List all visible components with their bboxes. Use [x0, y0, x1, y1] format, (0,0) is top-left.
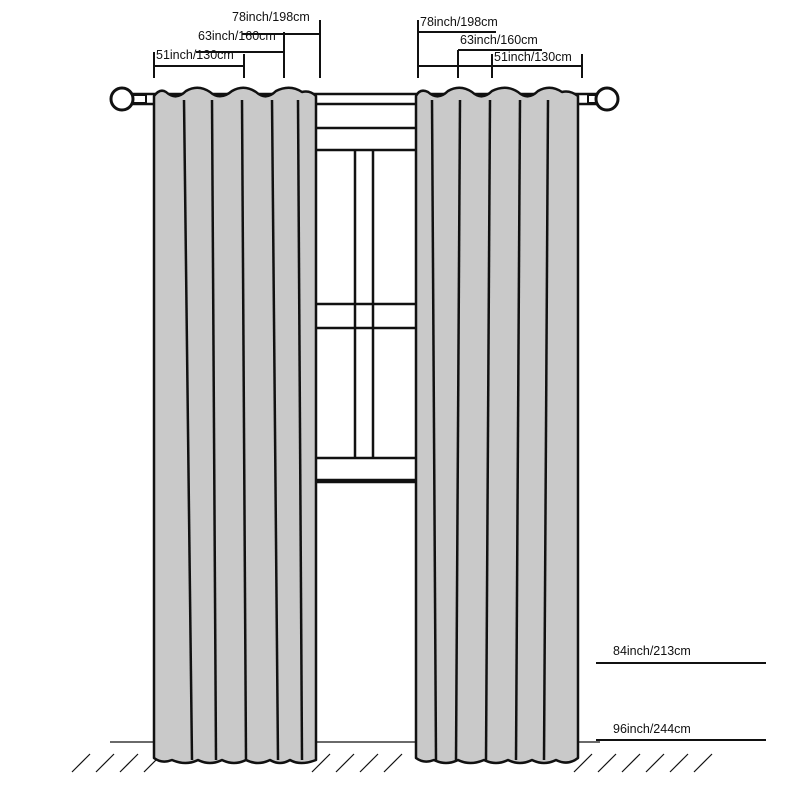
floor-hatching: [71, 753, 713, 773]
right-width-78-label: 78inch/198cm: [420, 15, 498, 29]
width-markers-right: [417, 20, 583, 78]
window-frame: [298, 96, 432, 484]
width-markers-left: [153, 20, 321, 78]
rod-finial-right: [587, 86, 620, 112]
left-curtain-panel: [152, 86, 318, 765]
left-curtain-body: [152, 86, 318, 765]
window: [298, 96, 432, 484]
left-width-63-label: 63inch/160cm: [198, 29, 276, 43]
length-96-label: 96inch/244cm: [613, 722, 691, 736]
rod-finial-left: [109, 86, 147, 112]
curtain-rod: [109, 86, 620, 112]
right-curtain-body: [414, 86, 580, 765]
right-curtain-panel: [414, 86, 580, 765]
left-width-78-label: 78inch/198cm: [232, 10, 310, 24]
right-width-51-label: 51inch/130cm: [494, 50, 572, 64]
length-84-label: 84inch/213cm: [613, 644, 691, 658]
right-curtain-folds: [430, 99, 550, 761]
left-width-51-label: 51inch/130cm: [156, 48, 234, 62]
right-width-63-label: 63inch/160cm: [460, 33, 538, 47]
left-curtain-folds: [182, 99, 304, 761]
length-markers: [596, 662, 766, 741]
